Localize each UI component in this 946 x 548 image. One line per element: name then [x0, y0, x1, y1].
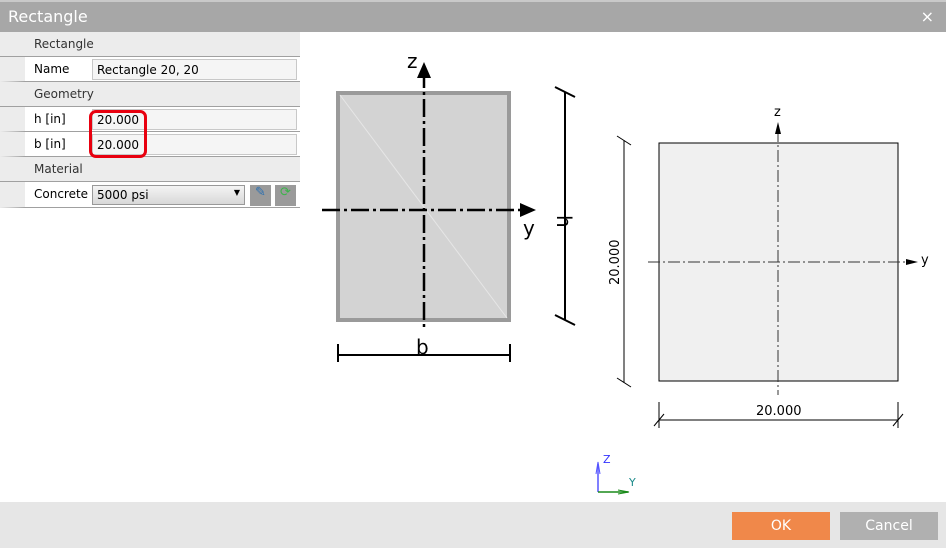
cancel-button[interactable]: Cancel — [840, 512, 938, 540]
chevron-down-icon: ▼ — [233, 188, 240, 197]
concrete-select[interactable]: 5000 psi ▼ — [92, 185, 245, 205]
schematic: z y h b — [322, 49, 576, 362]
refresh-icon[interactable]: ⟳ — [275, 185, 296, 206]
group-label: Material — [34, 162, 83, 176]
name-row: Name Rectangle 20, 20 — [0, 57, 300, 82]
section-preview: z y 20.000 20.000 — [608, 105, 929, 428]
close-icon[interactable]: × — [920, 7, 934, 26]
drawings: z y h b z y 20.000 20.000 Z Y — [322, 49, 929, 495]
concrete-label: Concrete — [34, 187, 89, 201]
concrete-value: 5000 psi — [97, 188, 149, 202]
h-label: h [in] — [34, 112, 66, 126]
triad-y-label: Y — [628, 476, 636, 489]
title-bar: Rectangle × — [0, 0, 946, 32]
highlight-box — [89, 110, 147, 158]
preview-z-label: z — [774, 105, 781, 120]
group-label: Geometry — [34, 87, 94, 101]
y-axis-label: y — [523, 216, 535, 240]
b-dim-label: b — [416, 335, 429, 359]
h-dim-label: h — [552, 215, 576, 228]
width-dim-label: 20.000 — [756, 404, 802, 419]
group-label: Rectangle — [34, 37, 94, 51]
group-rectangle: Rectangle — [0, 32, 300, 57]
b-label: b [in] — [34, 137, 66, 151]
name-input[interactable]: Rectangle 20, 20 — [92, 59, 297, 80]
name-label: Name — [34, 62, 70, 76]
z-axis-label: z — [407, 49, 418, 73]
axes-triad-icon: Z Y — [595, 453, 636, 495]
group-geometry: Geometry — [0, 82, 300, 107]
edit-pencil-icon[interactable]: ✎ — [250, 185, 271, 206]
window-title: Rectangle — [8, 7, 88, 26]
b-input[interactable]: 20.000 — [92, 134, 297, 155]
height-dim-label: 20.000 — [608, 240, 623, 286]
footer: OK Cancel — [0, 502, 946, 548]
triad-z-label: Z — [603, 453, 611, 466]
ok-button[interactable]: OK — [732, 512, 830, 540]
group-material: Material — [0, 157, 300, 182]
preview-y-label: y — [921, 253, 929, 268]
concrete-row: Concrete 5000 psi ▼ ✎ ⟳ — [0, 182, 300, 208]
b-row: b [in] 20.000 — [0, 132, 300, 157]
